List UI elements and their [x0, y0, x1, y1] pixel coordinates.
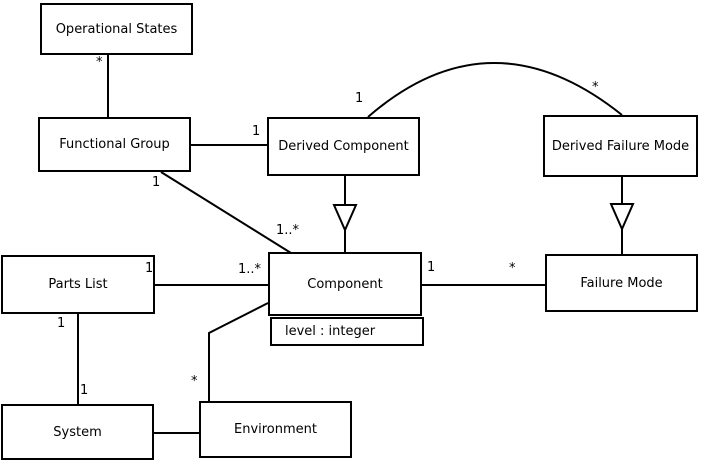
class-box-failure-mode[interactable]: Failure Mode: [545, 254, 698, 312]
class-name-derived-failure-mode: Derived Failure Mode: [551, 138, 690, 154]
class-box-environment[interactable]: Environment: [199, 401, 352, 458]
attribute-level-integer: level : integer: [285, 324, 376, 339]
multiplicity-arc-derived-failure-mode: *: [592, 80, 599, 95]
class-name-operational-states: Operational States: [55, 21, 178, 37]
multiplicity-parts-list: 1: [145, 261, 154, 276]
multiplicity-component-to-failure-mode: 1: [427, 260, 436, 275]
class-box-derived-failure-mode[interactable]: Derived Failure Mode: [543, 115, 698, 177]
class-box-parts-list[interactable]: Parts List: [1, 255, 155, 314]
class-name-system: System: [53, 424, 102, 440]
class-box-component[interactable]: Component: [268, 252, 422, 316]
class-box-system[interactable]: System: [1, 404, 154, 460]
class-name-functional-group: Functional Group: [59, 137, 170, 152]
multiplicity-derived-component-from-functional-group: 1: [252, 124, 261, 139]
multiplicity-operational-states: *: [96, 55, 103, 70]
class-name-component: Component: [307, 276, 383, 292]
class-name-failure-mode: Failure Mode: [580, 275, 663, 291]
multiplicity-failure-mode: *: [509, 261, 516, 276]
class-box-functional-group[interactable]: Functional Group: [38, 117, 191, 172]
class-box-operational-states[interactable]: Operational States: [40, 3, 193, 55]
multiplicity-functional-group-to-component: 1: [152, 175, 161, 190]
multiplicity-component-from-functional-group: 1..*: [276, 223, 300, 238]
class-name-parts-list: Parts List: [48, 277, 108, 292]
multiplicity-parts-list-to-system: 1: [57, 316, 66, 331]
connector-derived-component-derived-failure-mode-arc: [367, 62, 623, 118]
multiplicity-system: 1: [80, 383, 89, 398]
multiplicity-component-from-parts-list: 1..*: [238, 262, 262, 277]
generalization-triangle-component-icon: [332, 204, 358, 233]
class-attributes-component[interactable]: level : integer: [270, 317, 424, 346]
connector-component-environment: [208, 302, 269, 401]
connector-functional-group-component: [160, 171, 292, 254]
class-name-environment: Environment: [233, 422, 317, 437]
multiplicity-arc-derived-component: 1: [355, 91, 364, 106]
class-box-derived-component[interactable]: Derived Component: [267, 117, 420, 176]
class-name-derived-component: Derived Component: [278, 139, 409, 154]
generalization-triangle-failure-mode-icon: [609, 203, 635, 232]
multiplicity-environment: *: [191, 374, 198, 389]
